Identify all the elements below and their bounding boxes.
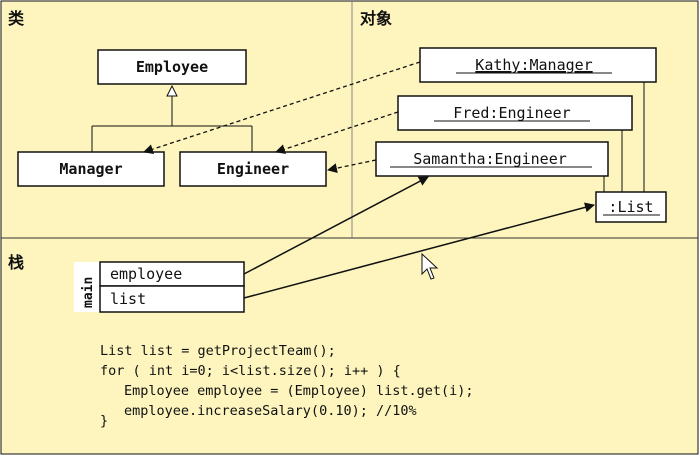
list-object-label: :List [608,198,653,216]
employee-ref-arrow [243,176,429,275]
list-references [603,82,645,192]
main-frame-label: main [81,277,96,308]
stack-section-label: 栈 [8,253,24,272]
employee-class-label: Employee [136,58,208,76]
list-ref-arrow [243,202,595,299]
mouse-cursor-icon [421,252,439,280]
class-section-label: 类 [8,9,25,28]
engineer-class-box [179,151,327,187]
stack-reference-arrows [243,176,595,299]
code-line-3: Employee employee = (Employee) list.get(… [124,383,474,399]
stack-var-list-label: list [110,290,146,308]
kathy-to-manager-arrow [143,61,421,154]
code-line-5: } [100,413,108,429]
samantha-object-box [375,141,609,177]
fred-object-box [397,95,633,131]
engineer-class-label: Engineer [217,160,289,178]
fred-object-label: Fred:Engineer [453,104,570,122]
object-section-label: 对象 [360,9,392,28]
samantha-object-label: Samantha:Engineer [413,150,567,168]
fred-to-engineer-arrow [275,111,399,154]
code-line-1: List list = getProjectTeam(); [100,343,336,359]
stack-var-employee-label: employee [110,265,182,283]
code-line-4: employee.increaseSalary(0.10); //10% [124,403,417,419]
manager-class-box [17,151,165,187]
list-object-box [595,191,667,223]
kathy-object-label: Kathy:Manager [475,56,592,74]
main-frame-label-box [74,262,100,312]
employee-class-box [97,49,247,85]
kathy-object-box [419,47,657,83]
manager-class-label: Manager [59,160,122,178]
instance-of-arrows [143,61,421,174]
samantha-to-engineer-arrow [327,159,377,174]
stack-var-list-box [99,285,245,313]
code-line-2: for ( int i=0; i<list.size(); i++ ) { [100,363,401,379]
